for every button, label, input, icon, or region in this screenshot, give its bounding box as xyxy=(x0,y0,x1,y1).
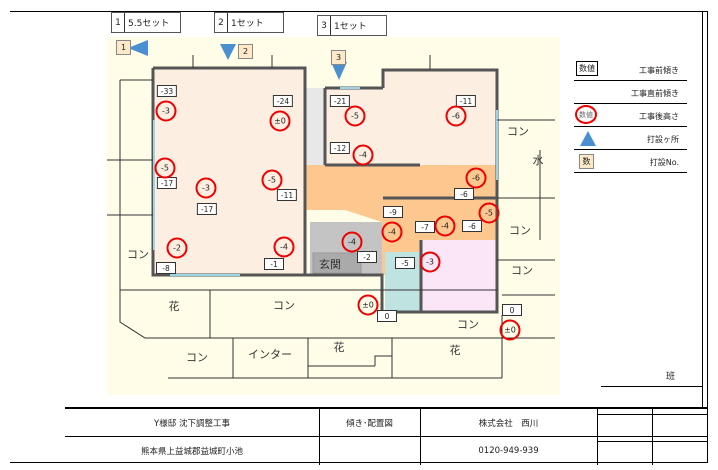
set-value: 1セット xyxy=(231,19,264,29)
before-tilt-value: -6 xyxy=(462,220,482,232)
after-height-value: -3 xyxy=(195,177,217,199)
area-label: 花 xyxy=(333,341,345,354)
before-tilt-value: -24 xyxy=(272,95,294,107)
after-height-value: -6 xyxy=(465,167,487,189)
before-tilt-value: 0 xyxy=(502,304,522,316)
legend-just-before-label: 工事直前傾き xyxy=(631,89,679,98)
after-height-value: -2 xyxy=(166,237,188,259)
before-tilt-value: -11 xyxy=(455,95,477,107)
pour-number-marker: 1 xyxy=(116,40,131,55)
legend-divider xyxy=(702,11,703,407)
set-number: 3 xyxy=(318,16,331,35)
legend-after-label: 工事後高さ xyxy=(639,112,679,121)
before-tilt-value: -7 xyxy=(415,221,435,233)
after-height-value: -4 xyxy=(273,236,295,258)
legend: 数値工事前傾き 工事直前傾き 数値工事後高さ 打設ヶ所 数打設No. xyxy=(574,58,687,173)
after-height-value: -4 xyxy=(381,221,403,243)
before-tilt-value: -17 xyxy=(196,203,218,215)
area-label: コン xyxy=(507,125,529,138)
after-height-value: -6 xyxy=(445,105,467,127)
set-value: 1セット xyxy=(334,22,367,32)
area-label: 花 xyxy=(168,300,180,313)
drawing-title: 傾き･配置図 xyxy=(346,418,393,429)
before-tilt-value: -6 xyxy=(454,188,474,200)
legend-circle-sample: 数値 xyxy=(575,105,597,124)
area-label: コン xyxy=(186,351,208,364)
area-label: コン xyxy=(457,318,479,331)
legend-just-before: 工事直前傾き xyxy=(574,81,687,104)
legend-point-label: 打設ヶ所 xyxy=(647,135,679,144)
before-tilt-value: -33 xyxy=(156,85,178,97)
area-label: 水 xyxy=(532,154,544,167)
group-label: 班 xyxy=(666,372,676,382)
triangle-marker-icon xyxy=(580,131,596,146)
before-tilt-value: -2 xyxy=(357,251,377,263)
after-height-value: -5 xyxy=(344,105,366,127)
pour-number-marker: 3 xyxy=(331,50,346,65)
area-label: コン xyxy=(511,264,533,277)
after-height-value: -5 xyxy=(261,169,283,191)
legend-no-label: 打設No. xyxy=(649,158,679,167)
title-block: Y様邸 沈下調整工事 熊本県上益城郡益城町小池 傾き･配置図 株式会社 西川 0… xyxy=(65,407,708,465)
project-address: 熊本県上益城郡益城町小池 xyxy=(140,446,243,457)
after-height-value: -4 xyxy=(434,215,456,237)
before-tilt-value: -11 xyxy=(276,189,298,201)
before-tilt-value: -8 xyxy=(156,262,176,274)
pour-number-marker: 2 xyxy=(238,44,253,59)
area-label: インター xyxy=(248,348,292,361)
set-number: 1 xyxy=(112,13,125,32)
after-height-value: -3 xyxy=(419,251,441,273)
after-height-value: -4 xyxy=(352,144,374,166)
company-name: 株式会社 西川 xyxy=(478,418,539,429)
legend-before: 数値 工事前傾き xyxy=(574,58,687,81)
company-phone: 0120-949-939 xyxy=(478,445,539,456)
before-tilt-value: -9 xyxy=(383,206,403,218)
area-label: コン xyxy=(127,248,149,261)
after-height-value: ±0 xyxy=(269,110,291,132)
area-label: コン xyxy=(273,299,295,312)
area-label: 花 xyxy=(449,344,461,357)
before-tilt-value: -17 xyxy=(156,177,178,189)
after-height-value: -5 xyxy=(154,157,176,179)
legend-before-label: 工事前傾き xyxy=(639,66,679,75)
legend-point: 打設ヶ所 xyxy=(574,127,687,150)
area-label: 玄関 xyxy=(319,258,341,271)
after-height-value: -3 xyxy=(155,100,177,122)
after-height-value: -4 xyxy=(341,231,363,253)
before-tilt-value: -21 xyxy=(329,95,351,107)
legend-no: 数 打設No. xyxy=(574,150,687,173)
before-tilt-value: -1 xyxy=(264,258,284,270)
before-tilt-value: -5 xyxy=(395,257,415,269)
group-line xyxy=(601,386,702,387)
after-height-value: ±0 xyxy=(357,294,379,316)
set-number: 2 xyxy=(215,13,228,32)
area-label: コン xyxy=(509,224,531,237)
legend-box-sample: 数値 xyxy=(576,61,598,76)
after-height-value: -5 xyxy=(478,202,500,224)
project-name: Y様邸 沈下調整工事 xyxy=(154,418,230,429)
before-tilt-value: 0 xyxy=(377,310,397,322)
legend-after: 数値 工事後高さ xyxy=(574,104,687,127)
after-height-value: ±0 xyxy=(499,319,521,341)
set-value: 5.5セット xyxy=(128,19,170,29)
before-tilt-value: -12 xyxy=(329,142,351,154)
legend-no-sample: 数 xyxy=(579,154,594,169)
